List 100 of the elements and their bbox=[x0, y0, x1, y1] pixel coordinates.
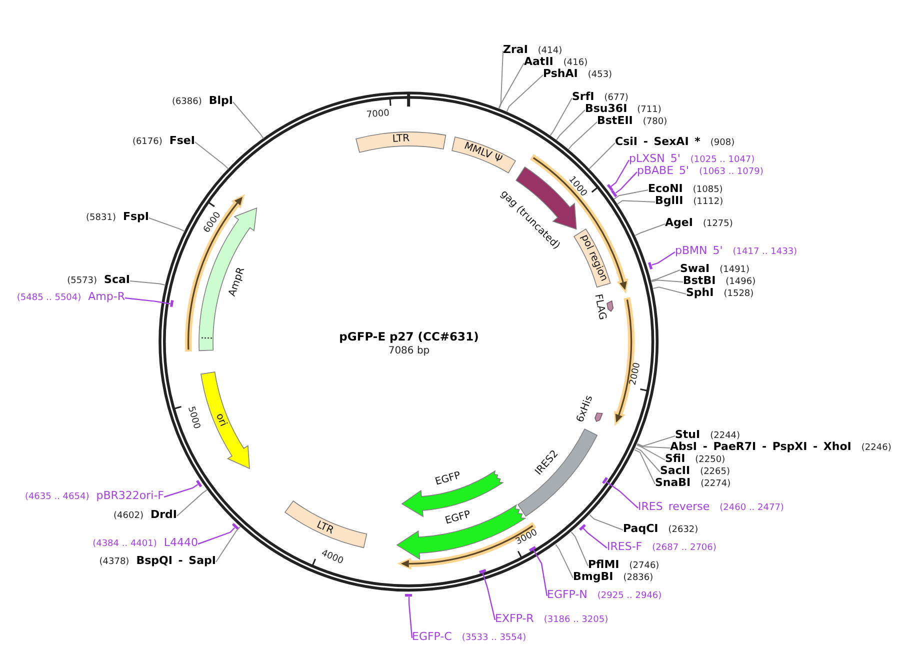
cut-position: (414) bbox=[538, 45, 562, 57]
enzyme-name: Bsu36I bbox=[585, 102, 628, 116]
feature-label: pol region bbox=[578, 233, 610, 284]
leader-line bbox=[650, 270, 680, 281]
cut-position: (2632) bbox=[668, 524, 698, 537]
enzyme-name: AgeI bbox=[665, 216, 693, 230]
enzyme-name: CsiI - SexAI * bbox=[615, 135, 700, 149]
enzyme-name: AbsI - PaeR7I - PspXI - XhoI bbox=[670, 440, 852, 454]
leader-line bbox=[130, 280, 166, 286]
enzyme-name: BmgBI bbox=[573, 570, 614, 584]
feature-block bbox=[450, 136, 517, 174]
cut-position: (1085) bbox=[692, 184, 723, 197]
scale-number: 4000 bbox=[319, 548, 344, 566]
feature-block bbox=[354, 130, 447, 154]
leader-line bbox=[570, 532, 588, 566]
cut-position: (780) bbox=[642, 116, 668, 129]
tag-marker bbox=[593, 411, 603, 422]
primer-range: (4635 .. 4654) bbox=[24, 491, 90, 504]
leader-line bbox=[614, 190, 648, 200]
primer-name: pBR322ori-F bbox=[96, 489, 164, 503]
enzyme-name: PflMI bbox=[588, 558, 620, 572]
feature-block bbox=[283, 500, 368, 550]
primer-range: (3186 .. 3205) bbox=[544, 614, 608, 627]
leader-line bbox=[232, 102, 264, 140]
leader-line bbox=[194, 142, 229, 170]
cut-position: (4378) bbox=[99, 556, 130, 569]
leader-line bbox=[532, 549, 548, 596]
leader-line bbox=[216, 526, 241, 562]
primer-range: (1063 .. 1079) bbox=[699, 166, 764, 179]
primer-name: IRES-F bbox=[607, 540, 642, 554]
primer-range: (2687 .. 2706) bbox=[652, 542, 716, 555]
scale-number: 7000 bbox=[366, 110, 390, 121]
enzyme-name: BspQI - SapI bbox=[136, 554, 216, 568]
leader-line bbox=[651, 280, 684, 282]
primer-name: IRES reverse bbox=[638, 500, 710, 514]
primer-mark bbox=[231, 522, 240, 532]
primer-range: (2925 .. 2946) bbox=[597, 590, 662, 603]
primer-name: pLXSN 5' bbox=[629, 152, 680, 166]
primer-name: EGFP-C bbox=[412, 630, 452, 644]
leader-line bbox=[555, 544, 574, 578]
primer-mark bbox=[601, 476, 610, 486]
enzyme-name: SnaBI bbox=[655, 476, 691, 490]
cut-position: (1112) bbox=[693, 196, 724, 209]
leader-line bbox=[634, 447, 660, 472]
leader-line bbox=[652, 252, 676, 266]
leader-line bbox=[636, 444, 670, 448]
leader-line bbox=[582, 528, 608, 548]
primer-range: (1417 .. 1433) bbox=[732, 246, 798, 259]
scale-number: 3000 bbox=[515, 528, 540, 548]
leader-line bbox=[589, 514, 624, 530]
enzyme-name: BstEII bbox=[597, 114, 633, 128]
scale-number: 2000 bbox=[629, 362, 642, 386]
feature-label: 6xHis bbox=[574, 394, 595, 424]
directional-feature bbox=[198, 206, 258, 352]
leader-line bbox=[556, 110, 586, 141]
leader-line bbox=[164, 484, 198, 498]
cut-position: (1491) bbox=[720, 264, 750, 277]
enzyme-name: StuI bbox=[675, 428, 700, 442]
feature-block bbox=[516, 428, 598, 518]
primer-range: (2460 .. 2477) bbox=[720, 502, 784, 515]
leader-line bbox=[636, 444, 666, 460]
leader-line bbox=[610, 160, 630, 188]
feature-label: EGFP bbox=[444, 509, 472, 528]
primer-mark bbox=[404, 593, 414, 598]
leader-line bbox=[636, 436, 676, 447]
enzyme-name: AatII bbox=[524, 55, 554, 68]
feature-label: LTR bbox=[392, 133, 410, 145]
cut-position: (677) bbox=[604, 92, 628, 104]
cut-position: (5831) bbox=[86, 212, 116, 225]
primer-mark bbox=[527, 544, 538, 553]
enzyme-name: BglII bbox=[655, 194, 684, 208]
leader-line bbox=[634, 224, 666, 236]
primer-range: (1025 .. 1047) bbox=[690, 154, 755, 167]
primer-mark bbox=[647, 260, 654, 271]
leader-line bbox=[615, 172, 638, 194]
feature-label: FLAG bbox=[592, 292, 608, 320]
feature-label: ori bbox=[214, 412, 229, 428]
primer-name: pBABE 5' bbox=[637, 164, 690, 178]
enzyme-name: ScaI bbox=[104, 273, 130, 287]
feature-label: MMLV Ψ bbox=[462, 140, 504, 166]
primer-mark bbox=[577, 522, 587, 532]
primer-name: EXFP-R bbox=[495, 612, 534, 626]
primer-range: (3533 .. 3554) bbox=[462, 632, 526, 645]
leader-line bbox=[148, 218, 186, 232]
enzyme-name: SacII bbox=[660, 464, 690, 478]
leader-line bbox=[506, 74, 544, 112]
cut-position: (2746) bbox=[629, 560, 660, 573]
leader-line bbox=[408, 596, 413, 638]
cut-position: (2250) bbox=[695, 454, 726, 467]
enzyme-name: PaqCI bbox=[623, 522, 658, 536]
scale-number: 5000 bbox=[186, 406, 201, 431]
primer-mark bbox=[605, 182, 615, 192]
directional-feature bbox=[200, 370, 251, 470]
enzyme-name: PshAI bbox=[543, 67, 578, 81]
cut-position: (2274) bbox=[700, 478, 731, 491]
primer-range: (5485 .. 5504) bbox=[16, 292, 82, 305]
cut-position: (908) bbox=[710, 137, 735, 150]
enzyme-name: BlpI bbox=[208, 94, 233, 108]
enzyme-name: SwaI bbox=[680, 262, 710, 276]
cut-position: (5573) bbox=[67, 275, 98, 288]
